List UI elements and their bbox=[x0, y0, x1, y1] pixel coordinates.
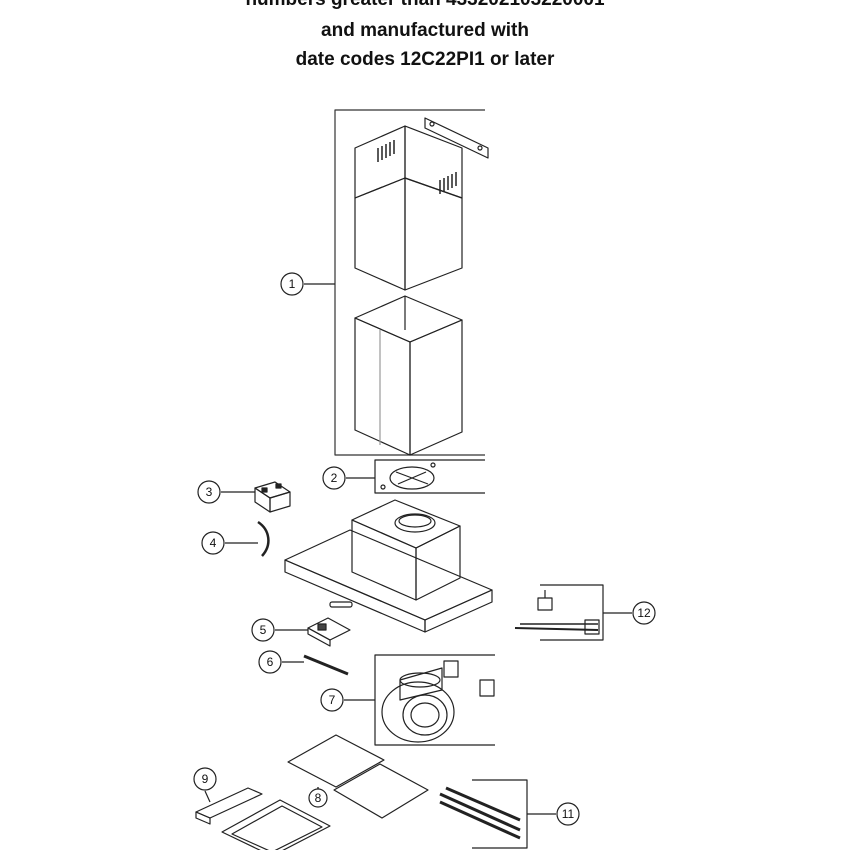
callout-7: 7 bbox=[320, 688, 375, 712]
callout-9-label: 9 bbox=[202, 772, 209, 786]
callout-8: 8 bbox=[308, 787, 328, 808]
callout-5: 5 bbox=[251, 618, 308, 642]
callout-4: 4 bbox=[201, 531, 258, 555]
callout-12-label: 12 bbox=[637, 606, 651, 620]
callout-3: 3 bbox=[197, 480, 255, 504]
part-5-control-board bbox=[307, 617, 351, 647]
callout-1-label: 1 bbox=[289, 277, 296, 291]
part-8-filters bbox=[287, 734, 429, 819]
callout-6-label: 6 bbox=[267, 655, 274, 669]
title-line-3: date codes 12C22PI1 or later bbox=[295, 49, 555, 70]
callout-4-label: 4 bbox=[210, 536, 217, 550]
part-11-rails bbox=[439, 779, 528, 849]
callout-3-label: 3 bbox=[206, 485, 213, 499]
part-4-wire bbox=[257, 520, 270, 557]
hood-body bbox=[284, 499, 493, 633]
callout-9: 9 bbox=[193, 767, 217, 803]
callout-2-label: 2 bbox=[331, 471, 338, 485]
callout-8-label: 8 bbox=[315, 791, 322, 805]
part-12-harness bbox=[514, 584, 604, 641]
part-2-mounting-plate bbox=[374, 459, 485, 494]
callout-12: 12 bbox=[603, 601, 656, 625]
callout-11: 11 bbox=[527, 802, 580, 826]
callout-11-label: 11 bbox=[562, 807, 575, 821]
part-1-chimney-covers bbox=[334, 109, 489, 456]
callout-1: 1 bbox=[280, 272, 335, 296]
callout-6: 6 bbox=[258, 650, 304, 674]
title-line-2: and manufactured with bbox=[321, 20, 529, 41]
callout-5-label: 5 bbox=[260, 623, 267, 637]
title-line-1: numbers greater than 433202103220001 bbox=[0, 0, 850, 15]
callout-2: 2 bbox=[322, 466, 375, 490]
part-3-terminal-block bbox=[254, 481, 291, 513]
part-9-filter-frame bbox=[195, 787, 331, 850]
part-7-blower bbox=[374, 654, 495, 746]
callout-7-label: 7 bbox=[329, 693, 336, 707]
part-6-light-strip bbox=[303, 654, 349, 676]
